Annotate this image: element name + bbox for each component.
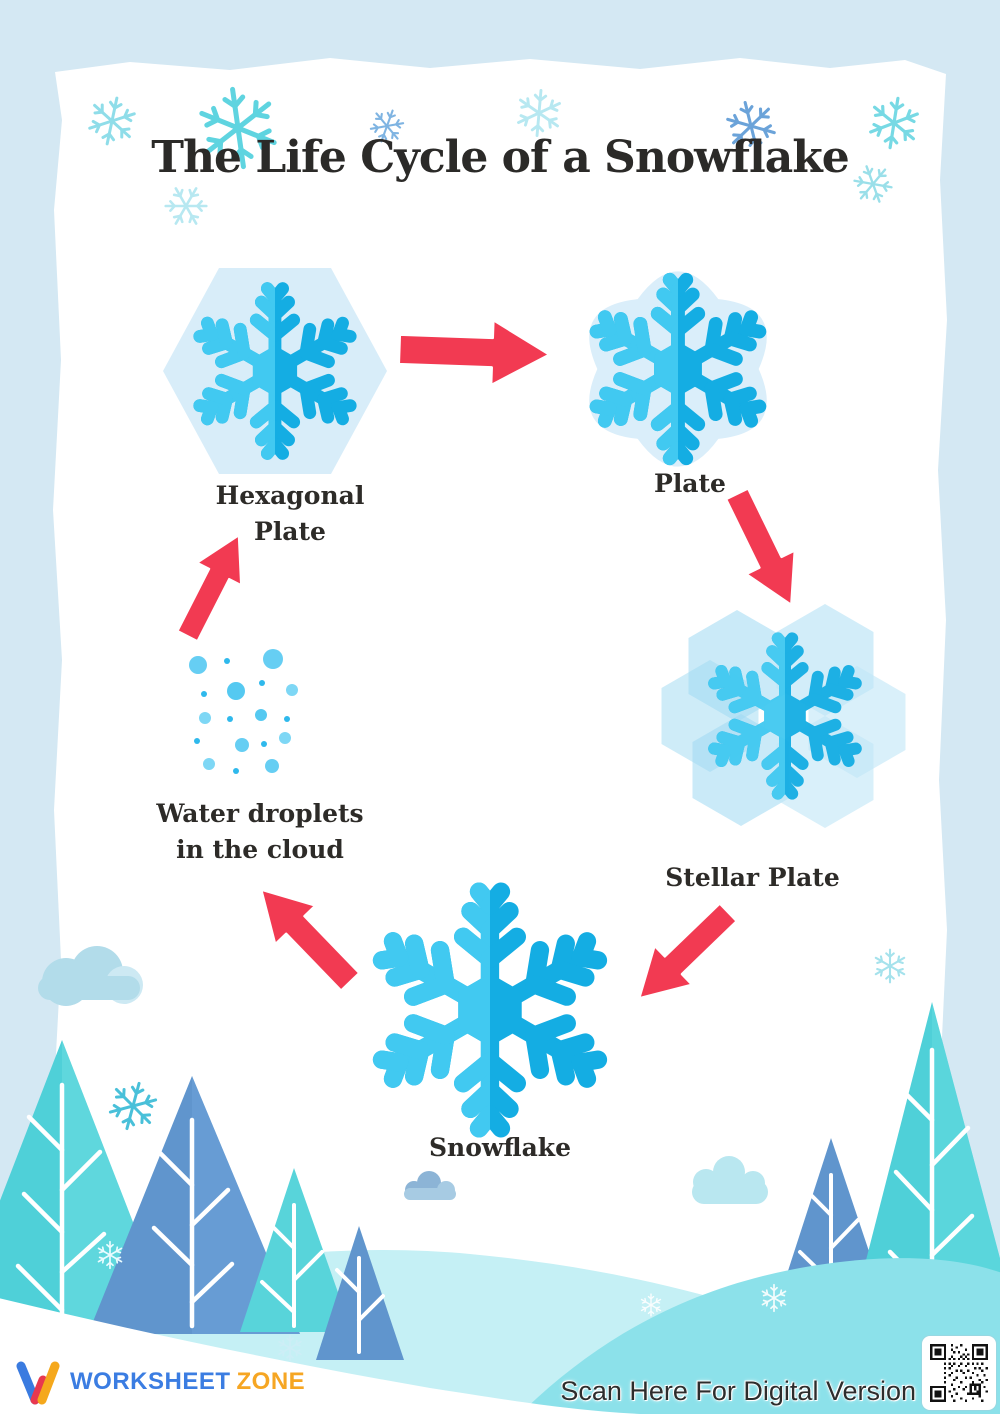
tree-big-teal-right: [852, 1002, 1000, 1315]
tree-small-blue-left: [316, 1226, 404, 1360]
stage-hexagonal-plate: [163, 268, 387, 474]
stage-label-stellar-plate: Stellar Plate: [665, 863, 840, 892]
qr-code-pattern: [930, 1344, 988, 1402]
brand-word-zone: ZONE: [236, 1368, 306, 1395]
worksheetzone-logo-icon: [16, 1361, 60, 1405]
worksheetzone-logo[interactable]: WORKSHEET ZONE: [14, 1358, 305, 1406]
front-snow-hill: [0, 1298, 640, 1414]
stage-label-snowflake: Snowflake: [428, 1133, 572, 1162]
stage-plate: [589, 271, 767, 467]
label-line: Plate: [254, 517, 326, 547]
cloud-middle: [404, 1171, 456, 1200]
right-hill: [520, 1258, 1000, 1414]
cloud-right: [692, 1156, 768, 1204]
worksheetzone-wordmark: WORKSHEET ZONE: [70, 1368, 305, 1396]
stage-stellar-plate: [661, 604, 906, 828]
scan-here-text: Scan Here For Digital Version: [560, 1376, 916, 1406]
tree-small-teal-left: [240, 1168, 352, 1332]
arrow-snowflake-to-droplets: [239, 868, 372, 1003]
stage-label-plate: Plate: [654, 469, 726, 498]
arrow-stellar-to-snowflake: [619, 891, 749, 1019]
stage-label-hexagonal-plate: Hexagonal Plate: [170, 478, 410, 551]
stage-water-droplets: [189, 649, 298, 774]
label-line: Water droplets: [156, 799, 364, 828]
winter-scene: [0, 946, 1000, 1414]
label-line: in the cloud: [176, 835, 344, 865]
arrow-hexagonal-to-plate: [396, 314, 553, 390]
page-title: The Life Cycle of a Snowflake: [151, 132, 849, 183]
cloud-left: [38, 946, 143, 1006]
stage-label-water-droplets: Water droplets in the cloud: [130, 796, 390, 869]
brand-word-worksheet: WORKSHEET: [70, 1368, 231, 1395]
snowflake-icon: [374, 892, 606, 1129]
qr-code[interactable]: [922, 1336, 996, 1410]
label-line: Hexagonal: [215, 481, 365, 510]
